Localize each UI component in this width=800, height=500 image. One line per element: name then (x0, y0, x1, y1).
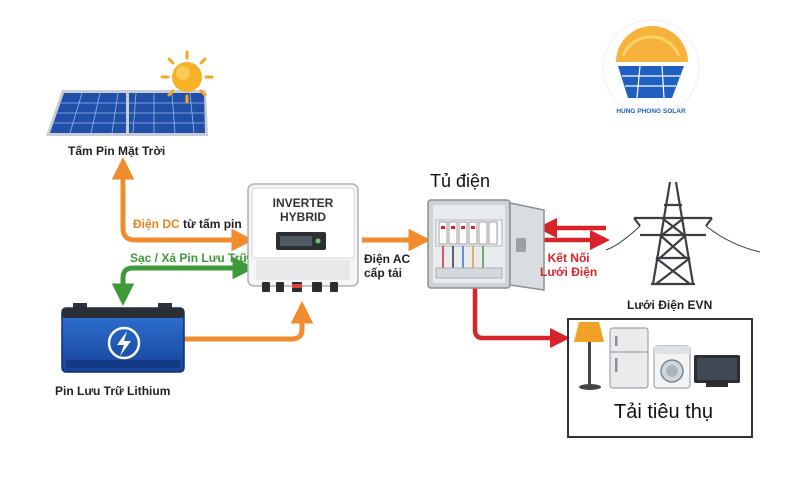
ac-supply-line1: Điện AC (364, 252, 411, 266)
grid-connect-line1: Kết Nối (547, 251, 590, 265)
washing-machine-icon (653, 345, 691, 389)
inverter-icon (247, 183, 359, 292)
grid-label: Lưới Điện EVN (627, 298, 713, 312)
dc-flow-arrow (111, 157, 254, 252)
battery-to-inverter-arrow (184, 301, 314, 342)
ac-supply-line2: cấp tải (364, 266, 403, 280)
dc-label-suffix: từ tấm pin (183, 217, 242, 231)
battery-label: Pin Lưu Trữ Lithium (55, 384, 171, 398)
load-label: Tải tiêu thụ (614, 401, 713, 423)
charge-discharge-label: Sạc / Xả Pin Lưu Trữ (130, 251, 249, 265)
solar-panel-label: Tấm Pin Mặt Trời (68, 144, 166, 158)
load-flow-arrow (472, 288, 571, 349)
dc-label-highlight: Điện DC (133, 217, 180, 231)
grid-connect-label: Kết Nối Lưới Điện (540, 251, 597, 279)
sun-icon (160, 50, 214, 104)
ac-supply-label: Điện AC cấp tải (364, 252, 410, 280)
logo-wordmark: HUNG PHONG SOLAR (616, 108, 686, 115)
load-box (567, 318, 753, 438)
battery-flow-arrow (111, 256, 255, 306)
grid-flow-arrows (536, 217, 611, 251)
company-logo: HUNG PHONG SOLAR (602, 19, 700, 117)
cabinet-title: Tủ điện (430, 171, 491, 191)
television-icon (694, 355, 740, 387)
transmission-tower-icon (605, 181, 761, 286)
lightning-icon (107, 326, 141, 360)
grid-connect-line2: Lưới Điện (540, 265, 598, 279)
refrigerator-icon (609, 327, 649, 389)
lamp-icon (574, 322, 604, 390)
inverter-brand-label: INVERTER HYBRID (272, 196, 334, 224)
dc-source-label: Điện DC từ tấm pin (133, 217, 242, 231)
electrical-cabinet-icon (427, 199, 545, 291)
solar-panel-icon (46, 90, 208, 136)
